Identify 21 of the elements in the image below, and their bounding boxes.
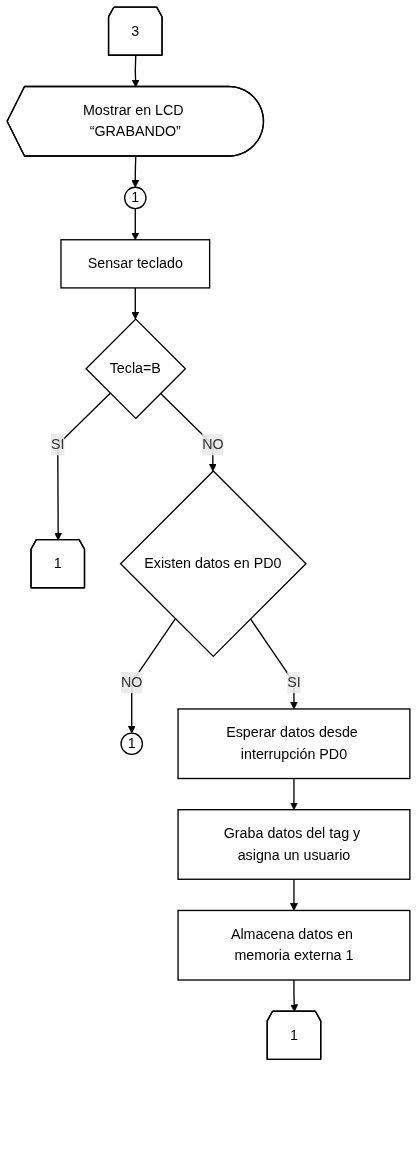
arrow — [290, 777, 298, 811]
node-circle: 1 — [120, 732, 144, 756]
arrow — [54, 392, 111, 541]
arrow — [131, 207, 140, 241]
edge-label: NO — [202, 436, 224, 452]
edge-label: SI — [51, 436, 65, 452]
node-box: Graba datos del tag y asigna un usuario — [177, 809, 411, 880]
node-box: Esperar datos desde interrupción PD0 — [177, 708, 411, 780]
node-diamond: Tecla=B — [85, 318, 187, 420]
edge-label: NO — [121, 674, 143, 690]
arrow — [290, 878, 298, 911]
node-box: Sensar teclado — [60, 239, 211, 289]
node-circle: 1 — [123, 186, 147, 210]
arrow — [249, 618, 298, 710]
node-box: Almacena datos en memoria externa 1 — [177, 909, 411, 981]
edge-label: SI — [287, 674, 301, 690]
arrow — [131, 287, 140, 320]
arrow — [127, 618, 176, 734]
node-diamond: Existen datos en PD0 — [119, 470, 307, 658]
arrow — [290, 979, 299, 1012]
arrow — [159, 392, 217, 472]
